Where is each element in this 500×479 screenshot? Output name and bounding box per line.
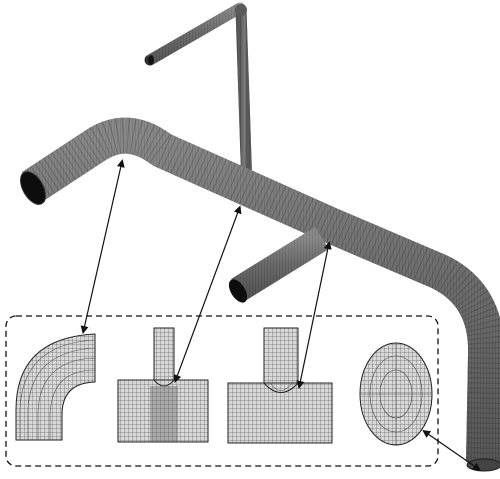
side-branch-pipe xyxy=(228,226,329,303)
cross-section-mesh-detail xyxy=(359,342,433,446)
small-tee-mesh-detail xyxy=(117,327,209,443)
vertical-branch-pipe xyxy=(235,4,253,189)
large-tee-callout-arrow xyxy=(296,241,332,389)
pipe-network xyxy=(20,2,500,472)
cross-section-callout-arrow xyxy=(422,430,481,471)
callout-arrows xyxy=(80,159,481,471)
small-tee-callout-arrow xyxy=(173,205,242,383)
large-tee-mesh-detail xyxy=(227,327,333,444)
elbow-callout-arrow xyxy=(80,159,125,334)
top-branch-pipe xyxy=(144,2,246,66)
elbow-mesh-detail xyxy=(15,333,96,441)
